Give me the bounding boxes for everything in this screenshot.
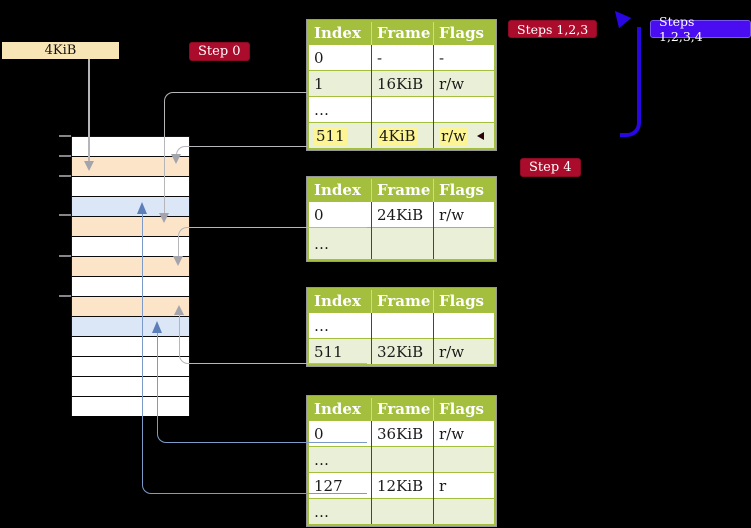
column-header: Frame bbox=[371, 178, 434, 202]
table-cell: r/w bbox=[433, 201, 495, 228]
table-cell: 4KiB bbox=[371, 122, 434, 149]
table-row: … bbox=[308, 446, 495, 473]
table-cell bbox=[433, 446, 495, 473]
arrowhead-up-icon bbox=[137, 202, 147, 214]
address-tick bbox=[59, 135, 71, 137]
memory-frame-empty bbox=[72, 137, 189, 157]
memory-frame-empty bbox=[72, 177, 189, 197]
steps-1234-badge: Steps 1,2,3,4 bbox=[650, 14, 751, 44]
table-cell bbox=[371, 227, 434, 260]
table-cell bbox=[433, 227, 495, 260]
memory-frame-page-table bbox=[72, 257, 189, 277]
column-header: Flags bbox=[433, 397, 495, 421]
table-cell bbox=[371, 446, 434, 473]
arrowhead-down-icon bbox=[173, 256, 183, 266]
memory-frame-empty bbox=[72, 377, 189, 397]
table-cell: 127 bbox=[308, 472, 372, 499]
arrow-l2e511-to-32kib bbox=[179, 315, 367, 364]
table-cell: 0 bbox=[308, 44, 372, 71]
arrow-l4e1-to-16kib bbox=[164, 92, 307, 213]
table-cell: 12KiB bbox=[371, 472, 434, 499]
physical-memory-column bbox=[71, 136, 190, 416]
arrowhead-up-icon bbox=[174, 305, 184, 315]
column-header: Flags bbox=[433, 289, 495, 313]
arrowhead-down-icon bbox=[84, 161, 94, 171]
table-cell: 16KiB bbox=[371, 70, 434, 97]
table-cell bbox=[371, 312, 434, 339]
table-cell: … bbox=[308, 498, 372, 525]
memory-frame-page-table bbox=[72, 297, 189, 317]
table-cell: … bbox=[308, 227, 372, 260]
arrowhead-up-icon bbox=[152, 321, 162, 333]
step-4-badge: Step 4 bbox=[520, 158, 581, 177]
memory-frame-empty bbox=[72, 337, 189, 357]
table-cell bbox=[371, 498, 434, 525]
column-header: Index bbox=[308, 289, 372, 313]
arrowhead-down-icon bbox=[159, 213, 169, 223]
steps-123-badge: Steps 1,2,3 bbox=[508, 20, 598, 38]
memory-frame-empty bbox=[72, 357, 189, 377]
table-cell: r/w bbox=[433, 70, 495, 97]
address-tick bbox=[59, 214, 71, 216]
arrow-l1e127-to-12kib bbox=[142, 214, 367, 494]
table-cell: r/w bbox=[433, 420, 495, 447]
column-header: Index bbox=[308, 397, 372, 421]
red-loop-arrow-tip-icon bbox=[477, 132, 484, 140]
table-row: … bbox=[308, 227, 495, 260]
address-tick bbox=[59, 255, 71, 257]
table-row: … bbox=[308, 498, 495, 525]
recursive-loop-arrow bbox=[620, 27, 641, 137]
address-tick bbox=[59, 155, 71, 157]
table-cell bbox=[433, 498, 495, 525]
column-header: Frame bbox=[371, 397, 434, 421]
column-header: Flags bbox=[433, 21, 495, 45]
arrowhead-up-left-icon bbox=[608, 5, 632, 29]
table-cell: 36KiB bbox=[371, 420, 434, 447]
memory-frame-mapped-page bbox=[72, 197, 189, 217]
address-tick bbox=[59, 295, 71, 297]
table-cell: 24KiB bbox=[371, 201, 434, 228]
table-cell: - bbox=[433, 44, 495, 71]
memory-frame-page-table bbox=[72, 157, 189, 177]
column-header: Frame bbox=[371, 289, 434, 313]
column-header: Flags bbox=[433, 178, 495, 202]
table-row: … bbox=[308, 96, 495, 123]
table-cell bbox=[371, 96, 434, 123]
table-cell: 511 bbox=[308, 122, 372, 149]
table-cell: 511 bbox=[308, 338, 372, 365]
table-cell: - bbox=[371, 44, 434, 71]
memory-frame-empty bbox=[72, 237, 189, 257]
step-0-badge: Step 0 bbox=[189, 42, 250, 61]
table-cell: … bbox=[308, 96, 372, 123]
table-cell: r bbox=[433, 472, 495, 499]
arrow-l1e0-to-36kib bbox=[157, 333, 367, 443]
table-cell: 1 bbox=[308, 70, 372, 97]
table-cell: 32KiB bbox=[371, 338, 434, 365]
arrow-l3e0-to-24kib bbox=[178, 227, 367, 257]
address-tick bbox=[59, 175, 71, 177]
table-cell: r/w bbox=[433, 338, 495, 365]
table-cell bbox=[433, 96, 495, 123]
arrow-frame-box-to-table-frame bbox=[88, 59, 90, 161]
frame-4kib-label: 4KiB bbox=[2, 42, 119, 59]
column-header: Index bbox=[308, 21, 372, 45]
column-header: Frame bbox=[371, 21, 434, 45]
table-cell: … bbox=[308, 446, 372, 473]
table-row: 0-- bbox=[308, 44, 495, 71]
memory-frame-empty bbox=[72, 277, 189, 297]
arrowhead-down-icon bbox=[171, 154, 181, 164]
column-header: Index bbox=[308, 178, 372, 202]
table-cell: r/w bbox=[433, 122, 495, 149]
arrow-l4e511-to-4kib bbox=[176, 146, 307, 155]
memory-frame-empty bbox=[72, 397, 189, 416]
table-cell bbox=[433, 312, 495, 339]
